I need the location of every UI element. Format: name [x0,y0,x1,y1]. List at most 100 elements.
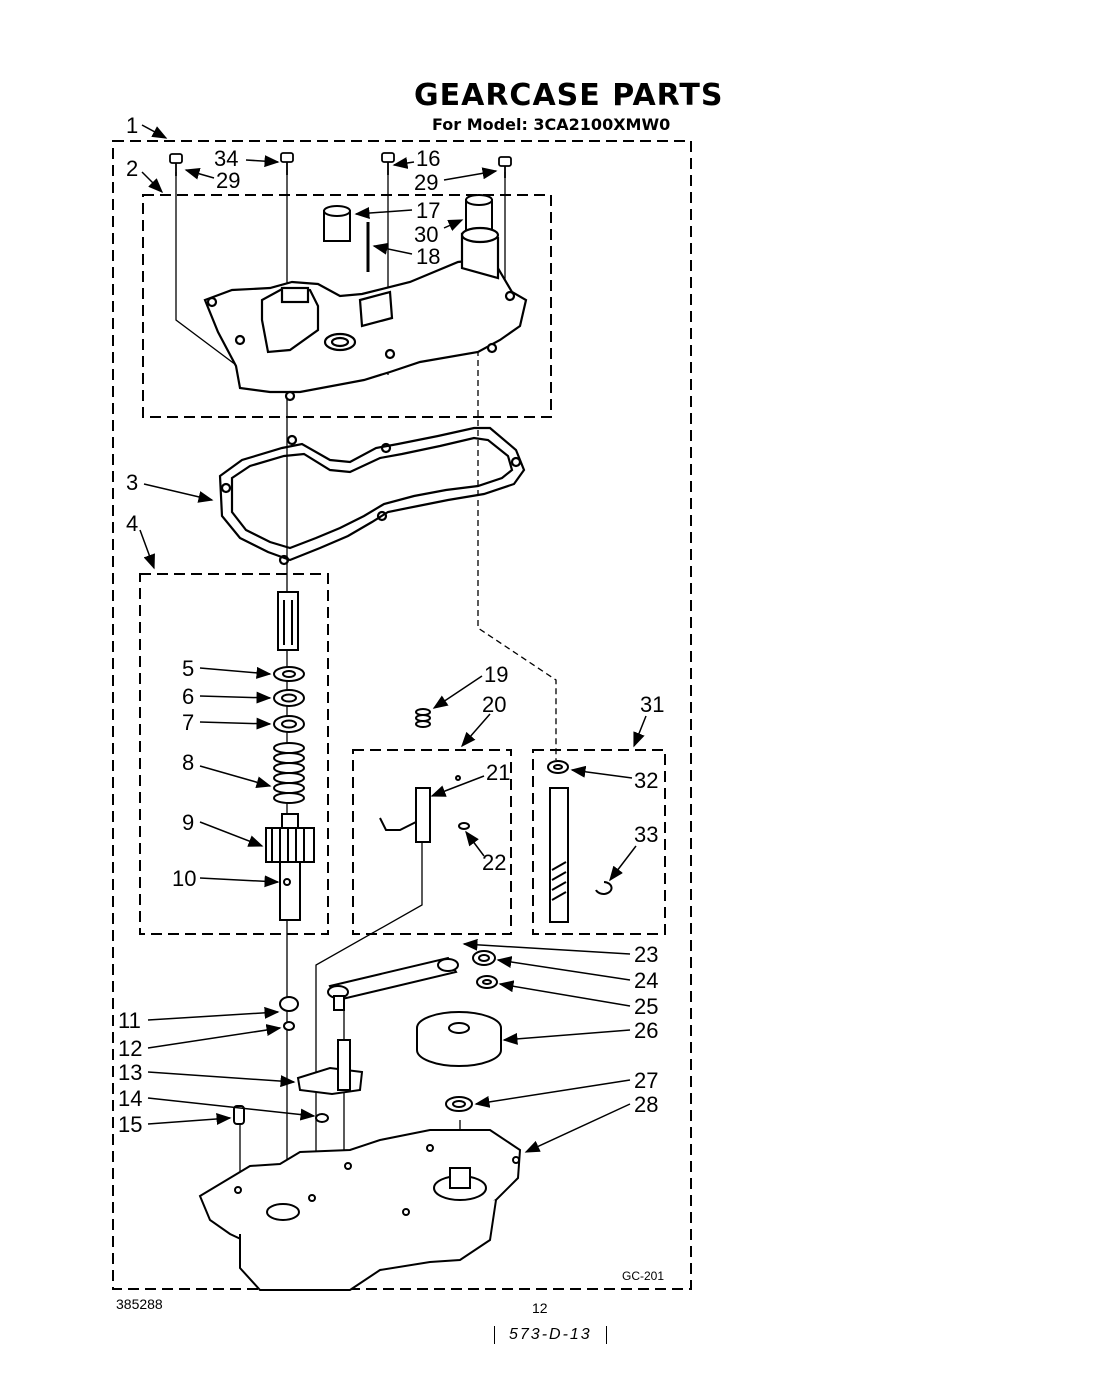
leader-26 [502,1029,631,1045]
shift-fork-icon [379,775,461,843]
part-label-24: 24 [634,968,658,993]
leader-29a [184,167,215,180]
leader-4 [139,529,155,570]
part-label-19: 19 [484,662,508,687]
part-label-12: 12 [118,1036,142,1061]
lever-13-icon [296,1039,364,1096]
leader-21 [430,775,485,797]
center-line-screw-29-left [175,172,237,366]
clip-14-icon [315,1113,329,1123]
leader-14 [147,1097,316,1121]
part-label-33: 33 [634,822,658,847]
leader-2 [141,171,164,194]
part-label-10: 10 [172,866,196,891]
leader-17 [354,207,413,220]
part-label-1: 1 [126,113,138,138]
part-label-32: 32 [634,768,658,793]
spring-19-icon [415,708,431,728]
leader-5 [199,666,272,679]
part-label-16: 16 [416,146,440,171]
leader-22 [465,830,485,857]
drive-link-icon [327,956,459,1011]
assembly-box-31 [532,749,666,935]
leader-19 [432,675,483,709]
page-title: GEARCASE PARTS [414,78,724,113]
worm-shaft-icon [549,787,569,923]
ring-22-icon [458,822,470,830]
leader-6 [199,691,272,704]
part-label-34: 34 [214,146,238,171]
part-label-2: 2 [126,156,138,181]
part-label-20: 20 [482,692,506,717]
leader-11 [147,1006,280,1021]
part-label-13: 13 [118,1060,142,1085]
part-label-3: 3 [126,470,138,495]
gearcase-cover-icon [203,226,528,402]
part-label-5: 5 [182,656,194,681]
part-label-14: 14 [118,1086,142,1111]
leader-30 [443,219,464,231]
part-label-21: 21 [486,760,510,785]
leader-13 [147,1071,296,1088]
leader-32 [570,765,633,779]
washer-5-icon [273,666,305,682]
splined-shaft-icon [277,591,299,651]
clip-33-icon [595,881,613,895]
cap-11-icon [279,996,299,1012]
leader-1 [141,124,168,139]
leader-8 [199,765,272,789]
leader-28 [524,1103,631,1153]
spring-8-icon [273,742,305,804]
part-label-15: 15 [118,1112,142,1137]
part-label-31: 31 [640,692,664,717]
part-label-22: 22 [482,850,506,875]
assembly-box-4 [139,573,329,935]
handwritten-code: 573-D-13 [494,1326,607,1344]
part-label-9: 9 [182,810,194,835]
part-label-27: 27 [634,1068,658,1093]
part-label-29b: 29 [414,170,438,195]
screw-29-left-icon [169,153,183,176]
leader-7 [199,717,272,730]
part-label-8: 8 [182,750,194,775]
screw-34-icon [280,152,294,175]
screw-16-icon [381,152,395,175]
part-label-4: 4 [126,511,138,536]
leader-18 [372,242,413,255]
washer-27-icon [445,1096,473,1112]
leader-16 [392,157,415,169]
leader-3 [143,483,214,503]
leader-12 [147,1024,282,1049]
ball-12-icon [283,1021,295,1031]
leader-20 [461,713,491,748]
leader-24 [496,956,631,981]
bushing-30-icon [465,194,493,233]
part-label-11: 11 [118,1008,141,1033]
page-number: 12 [532,1300,548,1316]
part-label-30: 30 [414,222,438,247]
leader-27 [474,1079,631,1108]
gearcase-base-icon [198,1129,522,1291]
washer-24-icon [472,950,496,966]
part-label-18: 18 [416,244,440,269]
part-label-7: 7 [182,710,194,735]
leader-15 [147,1113,232,1125]
part-label-28: 28 [634,1092,658,1117]
leader-9 [199,821,264,847]
part-label-17: 17 [416,198,440,223]
washer-7-icon [273,715,305,733]
leader-34 [245,155,280,168]
doc-number: 385288 [116,1296,163,1312]
leader-25 [498,980,631,1007]
center-line-shaft-31 [477,260,557,760]
washer-25-icon [476,975,498,989]
part-label-25: 25 [634,994,658,1019]
main-gear-26-icon [416,1011,502,1067]
screw-29-right-icon [498,156,512,178]
leader-29b [443,167,498,181]
assembly-box-1 [112,140,692,1290]
part-label-23: 23 [634,942,658,967]
leader-31 [633,715,647,748]
figure-code: GC-201 [622,1269,664,1283]
part-label-29a: 29 [216,168,240,193]
